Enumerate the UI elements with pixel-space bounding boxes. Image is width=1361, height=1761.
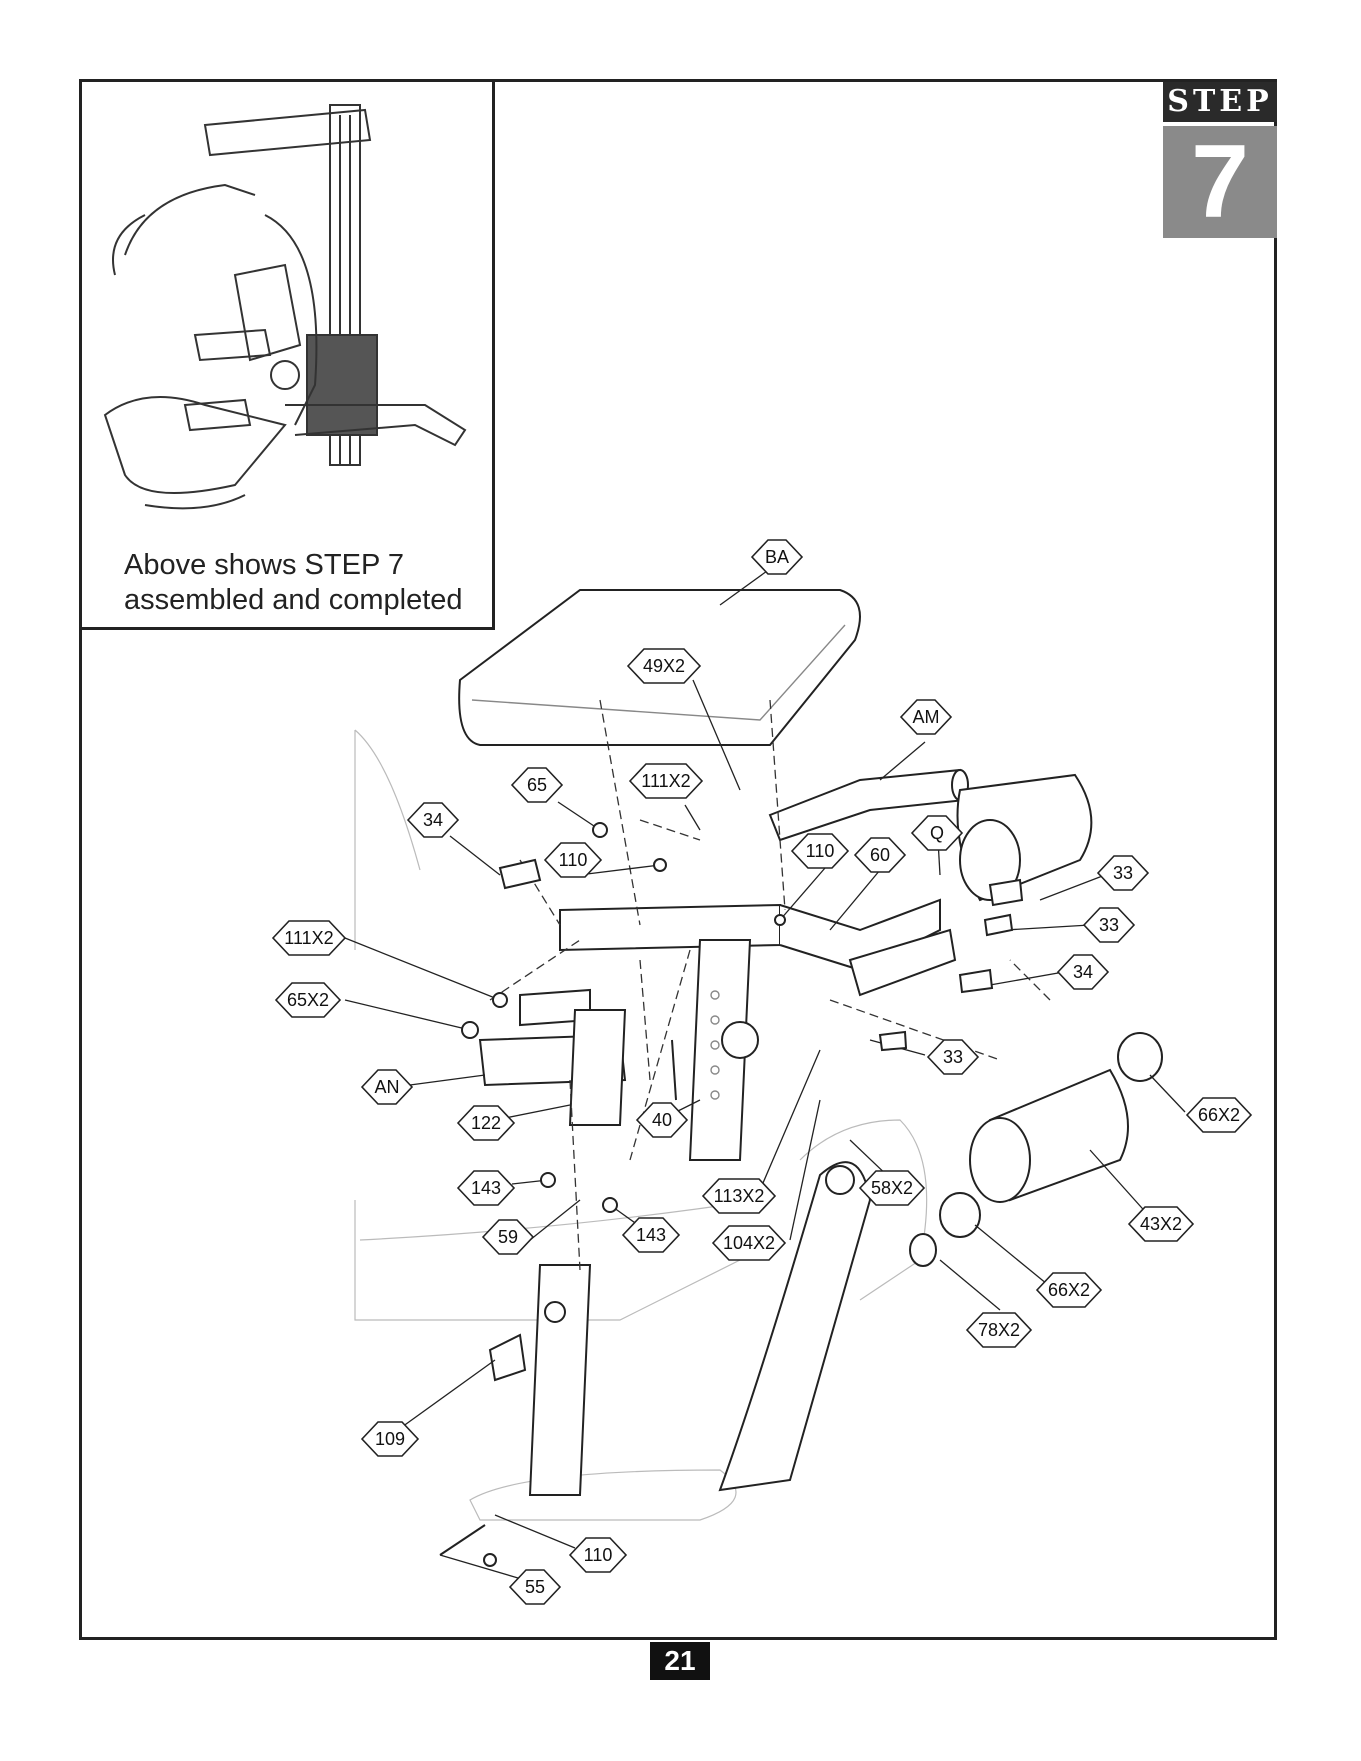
svg-text:104X2: 104X2 <box>723 1233 775 1253</box>
callout-q: Q <box>912 816 962 850</box>
svg-text:122: 122 <box>471 1113 501 1133</box>
svg-text:34: 34 <box>1073 962 1093 982</box>
callout-ba: BA <box>752 540 802 574</box>
main-frame-tube <box>560 900 955 995</box>
svg-text:60: 60 <box>870 845 890 865</box>
callout-110-right: 110 <box>792 834 848 868</box>
callout-110-left: 110 <box>545 843 601 877</box>
svg-text:BA: BA <box>765 547 789 567</box>
svg-text:110: 110 <box>559 850 588 870</box>
svg-text:33: 33 <box>943 1047 963 1067</box>
svg-text:110: 110 <box>806 841 835 861</box>
callout-78x2: 78X2 <box>967 1313 1031 1347</box>
callout-143-left: 143 <box>458 1171 514 1205</box>
callout-65: 65 <box>512 768 562 802</box>
callout-66x2-top: 66X2 <box>1187 1098 1251 1132</box>
callout-110-bottom: 110 <box>570 1538 626 1572</box>
svg-text:43X2: 43X2 <box>1140 1214 1182 1234</box>
callout-an: AN <box>362 1070 412 1104</box>
svg-text:143: 143 <box>636 1225 666 1245</box>
seat-post <box>690 940 758 1160</box>
callout-66x2-bottom: 66X2 <box>1037 1273 1101 1307</box>
svg-text:111X2: 111X2 <box>641 771 690 791</box>
callout-40: 40 <box>637 1103 687 1137</box>
callout-109: 109 <box>362 1422 418 1456</box>
svg-text:AN: AN <box>374 1077 399 1097</box>
svg-text:55: 55 <box>525 1577 545 1597</box>
svg-text:58X2: 58X2 <box>871 1178 913 1198</box>
callout-43x2: 43X2 <box>1129 1207 1193 1241</box>
svg-text:59: 59 <box>498 1227 518 1247</box>
svg-text:65: 65 <box>527 775 547 795</box>
svg-text:66X2: 66X2 <box>1048 1280 1090 1300</box>
callout-55: 55 <box>510 1570 560 1604</box>
callout-34-top: 34 <box>408 803 458 837</box>
callout-49x2: 49X2 <box>628 649 700 683</box>
callout-65x2: 65X2 <box>276 983 340 1017</box>
support-column <box>490 1265 590 1495</box>
page-number: 21 <box>650 1642 710 1680</box>
callout-111x2-top: 111X2 <box>630 764 702 798</box>
callout-111x2-left: 111X2 <box>273 921 345 955</box>
callout-33-a: 33 <box>1098 856 1148 890</box>
svg-text:49X2: 49X2 <box>643 656 685 676</box>
callout-33-c: 33 <box>928 1040 978 1074</box>
roller-pad-upper <box>958 775 1092 900</box>
callout-113x2: 113X2 <box>703 1179 775 1213</box>
svg-text:33: 33 <box>1099 915 1119 935</box>
bracket-an <box>480 990 625 1125</box>
callout-am: AM <box>901 700 951 734</box>
svg-text:109: 109 <box>375 1429 405 1449</box>
svg-text:Q: Q <box>930 823 944 843</box>
svg-text:143: 143 <box>471 1178 501 1198</box>
svg-text:78X2: 78X2 <box>978 1320 1020 1340</box>
callout-33-b: 33 <box>1084 908 1134 942</box>
svg-text:111X2: 111X2 <box>284 928 333 948</box>
callout-59: 59 <box>483 1220 533 1254</box>
svg-text:65X2: 65X2 <box>287 990 329 1010</box>
svg-text:AM: AM <box>913 707 940 727</box>
svg-text:113X2: 113X2 <box>714 1186 765 1206</box>
callout-34-right: 34 <box>1058 955 1108 989</box>
callout-122: 122 <box>458 1106 514 1140</box>
svg-text:33: 33 <box>1113 863 1133 883</box>
svg-text:34: 34 <box>423 810 443 830</box>
callout-60: 60 <box>855 838 905 872</box>
svg-text:110: 110 <box>584 1545 613 1565</box>
callout-104x2: 104X2 <box>713 1226 785 1260</box>
callout-143-right: 143 <box>623 1218 679 1252</box>
svg-text:66X2: 66X2 <box>1198 1105 1240 1125</box>
svg-text:40: 40 <box>652 1110 672 1130</box>
